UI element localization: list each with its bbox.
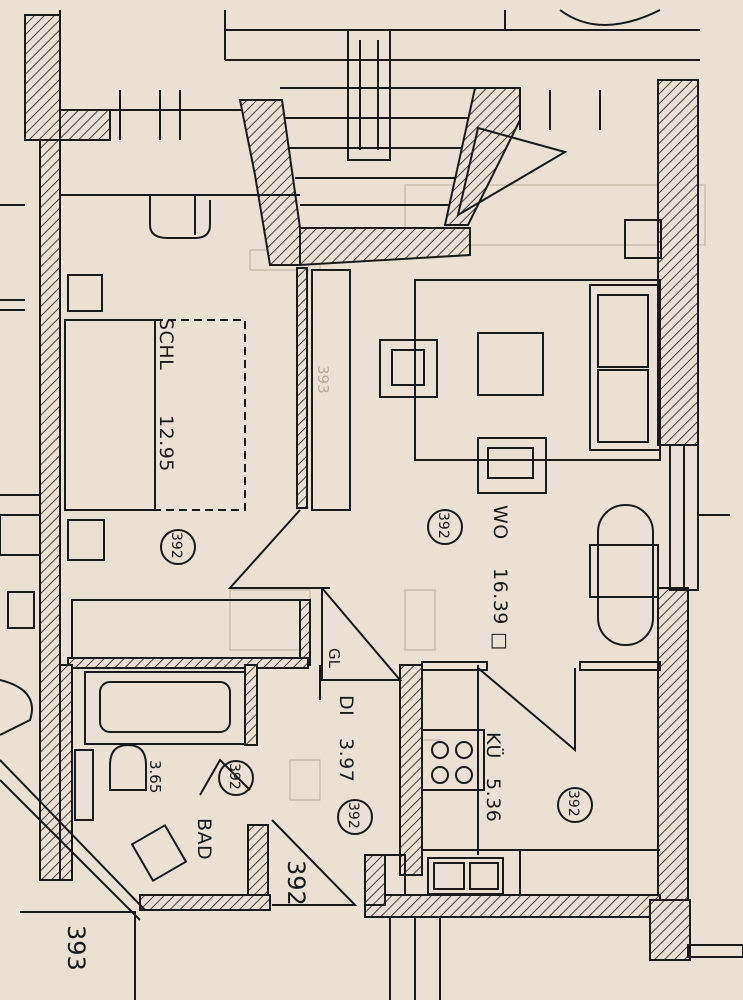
nightstand-top <box>67 274 103 312</box>
sofa <box>589 284 661 451</box>
bathtub <box>84 671 246 745</box>
faint-number-label: 393 <box>314 365 332 394</box>
room-tag-wo: 392 <box>427 509 463 545</box>
room-label-schl: SCHL 12.95 <box>155 318 177 472</box>
room-area: 12.95 <box>155 415 177 472</box>
armchair-left <box>379 339 438 398</box>
room-tag-bad: 392 <box>218 760 254 796</box>
washbasin <box>130 823 188 883</box>
bedroom-furniture <box>60 194 351 659</box>
room-label-wo: WO 16.39 □ <box>489 505 511 650</box>
room-area: 16.39 <box>489 568 511 625</box>
gl-label: GL <box>325 648 343 669</box>
bed <box>64 319 156 511</box>
room-name: WO <box>489 505 511 540</box>
stair-arrow <box>456 126 568 218</box>
bathroom <box>74 671 251 883</box>
room-tag-di: 392 <box>337 799 373 835</box>
living-furniture <box>379 126 662 646</box>
room-number: 392 <box>345 802 361 829</box>
stove <box>421 729 485 791</box>
room-label-di: DI 3.97 <box>335 695 357 782</box>
apartment-number: 392 <box>282 860 310 906</box>
room-label-bad: 3.65 BAD <box>146 760 215 860</box>
room-number: 392 <box>168 532 184 559</box>
room-number: 392 <box>226 763 242 790</box>
room-number: 392 <box>435 512 451 539</box>
room-area: 3.97 <box>335 738 357 782</box>
room-tag-kue: 392 <box>557 787 593 823</box>
apartment-number-393: 393 <box>62 925 90 971</box>
room-area: 3.65 <box>146 760 164 793</box>
nightstand-bottom <box>67 519 105 561</box>
hall-lines <box>271 587 576 906</box>
room-number: 392 <box>565 790 581 817</box>
dining-table <box>597 504 654 646</box>
apartment-number: 393 <box>62 925 90 971</box>
label-gl: GL <box>325 648 343 669</box>
room-name: KÜ <box>482 732 505 759</box>
wardrobe <box>311 269 351 511</box>
sink <box>427 857 504 895</box>
room-name: SCHL <box>155 318 177 370</box>
toilet <box>109 743 147 791</box>
room-area-suffix: □ <box>489 632 511 650</box>
kitchen <box>384 661 661 1000</box>
room-name: DI <box>335 695 357 716</box>
cabinet <box>71 599 301 659</box>
left-neighbour <box>0 204 146 921</box>
room-tag-schl: 392 <box>160 529 196 565</box>
apartment-number-392: 392 <box>282 860 310 906</box>
room-label-kue: KÜ 5.36 <box>482 732 505 822</box>
armchair-bottom <box>477 437 547 494</box>
room-area: 5.36 <box>482 778 504 822</box>
marker-393-lines <box>20 911 136 1000</box>
room-name: BAD <box>193 818 215 860</box>
coffee-table <box>477 332 544 396</box>
bed-outline-dashed <box>154 319 246 511</box>
window-right <box>669 444 743 958</box>
side-table <box>624 219 662 259</box>
